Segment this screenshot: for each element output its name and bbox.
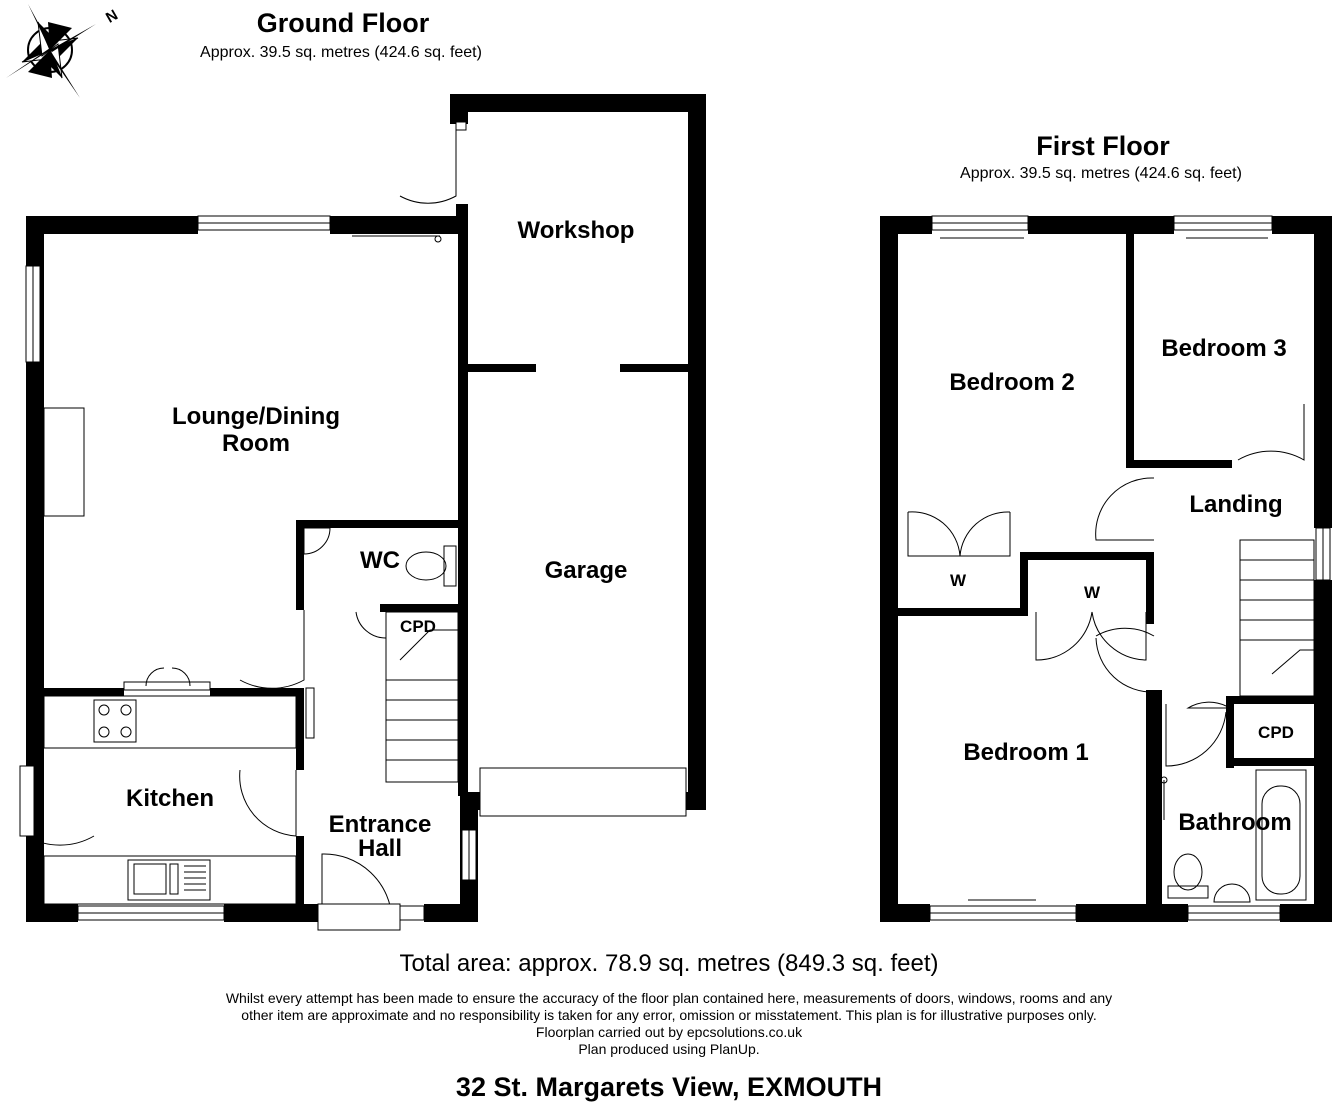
room-label-bathroom: Bathroom (1178, 809, 1291, 836)
room-label-cpd-ground: CPD (400, 617, 436, 636)
room-label-garage: Garage (545, 557, 628, 584)
first-floor-walls (880, 216, 1332, 922)
room-label-hall-line2: Hall (358, 835, 402, 862)
room-label-kitchen: Kitchen (126, 785, 214, 812)
compass-north-letter: N (103, 7, 121, 27)
first-floor-windows (929, 215, 1331, 921)
room-label-wc: WC (360, 547, 400, 574)
room-label-wardrobe-b: W (1084, 583, 1101, 602)
room-label-wardrobe-a: W (950, 571, 967, 590)
disclaimer-line-3: Floorplan carried out by epcsolutions.co… (535, 1024, 803, 1040)
ground-floor-fittings (19, 121, 687, 931)
ground-floor-windows (25, 215, 477, 921)
ground-floor-area: Approx. 39.5 sq. metres (424.6 sq. feet) (200, 44, 482, 61)
room-label-bedroom1: Bedroom 1 (963, 739, 1088, 766)
first-floor-area: Approx. 39.5 sq. metres (424.6 sq. feet) (960, 165, 1242, 182)
compass-icon (6, 4, 96, 98)
ground-floor-title: Ground Floor (257, 8, 430, 38)
room-label-workshop: Workshop (518, 217, 635, 244)
disclaimer-line-4: Plan produced using PlanUp. (578, 1041, 760, 1057)
property-address: 32 St. Margarets View, EXMOUTH (455, 1072, 883, 1102)
room-label-lounge-line1: Lounge/Dining (172, 403, 340, 430)
room-label-hall-line1: Entrance (329, 811, 432, 838)
room-label-cpd-first: CPD (1258, 723, 1294, 742)
first-floor-title: First Floor (1036, 131, 1170, 161)
disclaimer: Whilst every attempt has been made to en… (0, 990, 1338, 1058)
disclaimer-line-1: Whilst every attempt has been made to en… (225, 990, 1113, 1006)
room-label-bedroom3: Bedroom 3 (1161, 335, 1286, 362)
room-label-lounge-line2: Room (222, 430, 290, 457)
disclaimer-line-2: other item are approximate and no respon… (241, 1007, 1097, 1023)
first-floor-fittings (907, 404, 1315, 903)
total-area: Total area: approx. 78.9 sq. metres (849… (399, 950, 939, 977)
room-label-landing: Landing (1189, 491, 1282, 518)
ground-floor-walls (26, 94, 706, 922)
room-label-bedroom2: Bedroom 2 (949, 369, 1074, 396)
